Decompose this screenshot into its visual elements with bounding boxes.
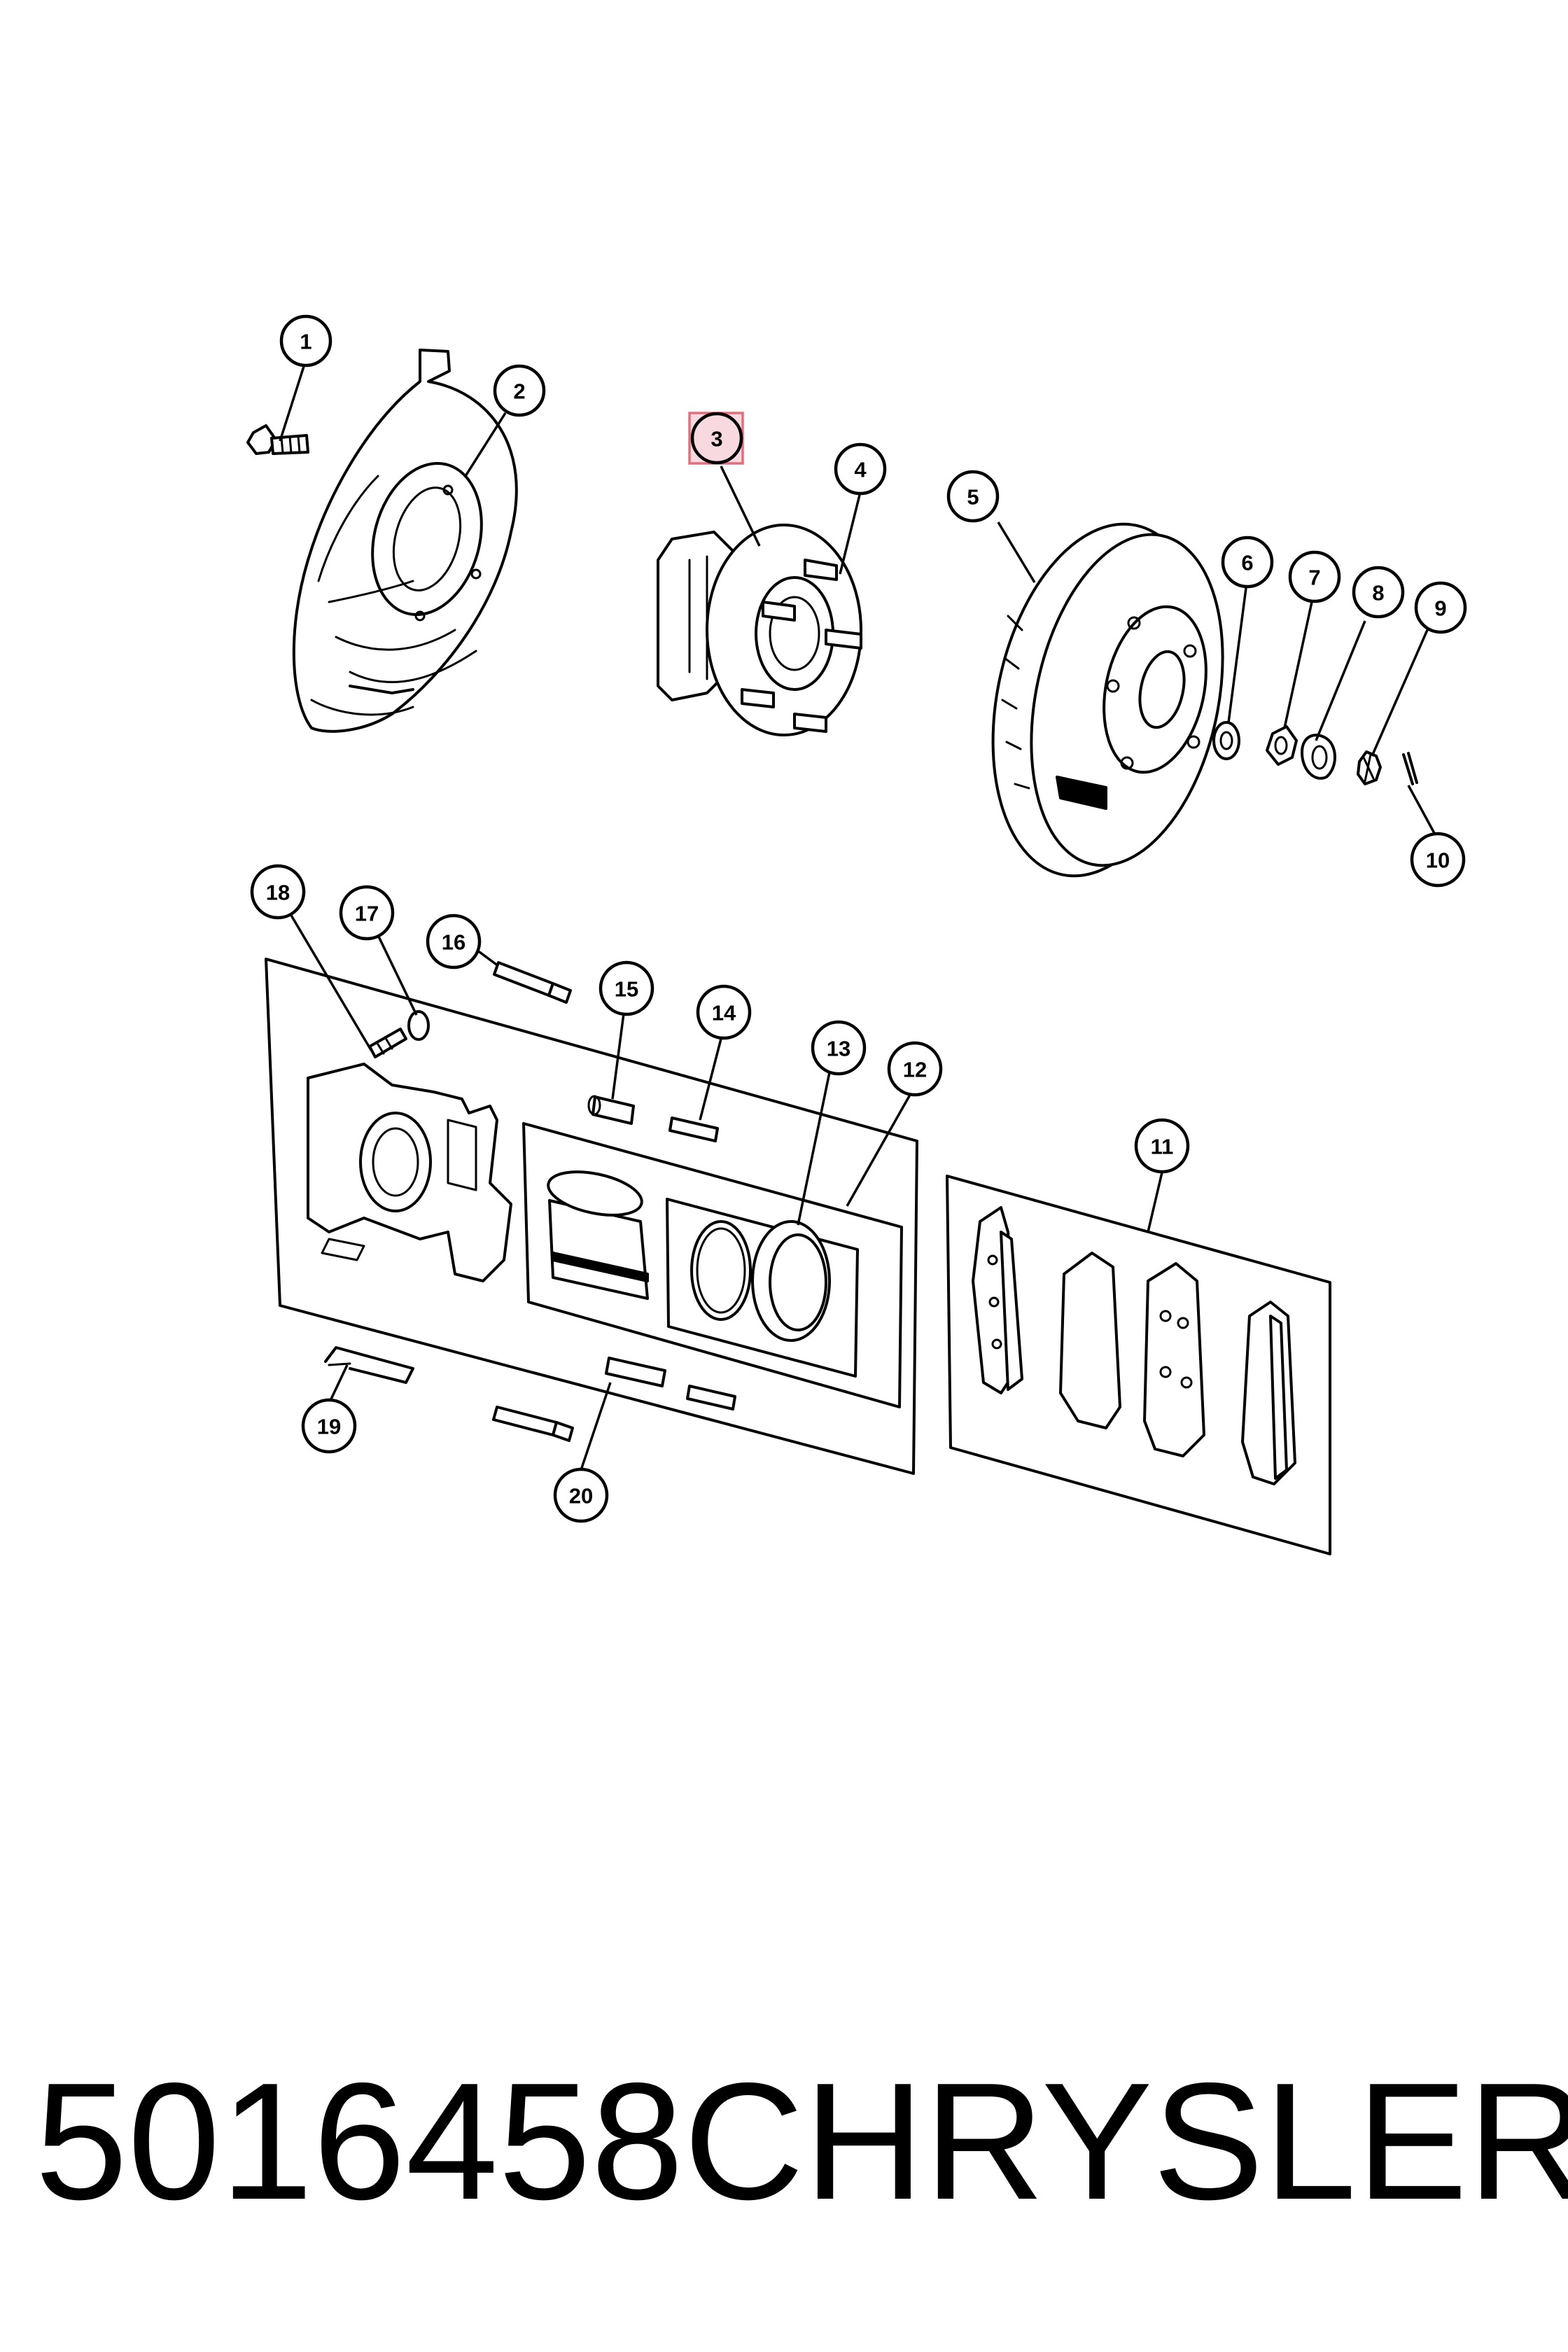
callout-9[interactable]: 9 bbox=[1414, 581, 1467, 634]
part-16-guide-pin bbox=[493, 961, 572, 1004]
part-20-pin-bushings bbox=[492, 1357, 736, 1442]
callout-5[interactable]: 5 bbox=[946, 470, 1000, 523]
part-11-brake-pads bbox=[972, 1206, 1296, 1485]
callout-3[interactable]: 3 bbox=[688, 412, 744, 465]
part-13-piston-seal bbox=[690, 1220, 752, 1321]
part-17-bleeder-cap bbox=[407, 1010, 430, 1041]
svg-text:19: 19 bbox=[317, 1415, 341, 1439]
callout-7[interactable]: 7 bbox=[1288, 550, 1341, 603]
svg-text:14: 14 bbox=[712, 1001, 736, 1026]
part-6-washer bbox=[1212, 721, 1240, 760]
svg-text:6: 6 bbox=[1241, 551, 1253, 575]
callout-20[interactable]: 20 bbox=[553, 1467, 609, 1523]
svg-text:18: 18 bbox=[266, 881, 290, 905]
callout-12[interactable]: 12 bbox=[887, 1041, 943, 1097]
callout-8[interactable]: 8 bbox=[1352, 566, 1405, 619]
piston-dust-boot bbox=[751, 1220, 831, 1342]
callout-14[interactable]: 14 bbox=[696, 984, 752, 1040]
svg-text:1: 1 bbox=[300, 330, 312, 354]
part-8-nut-retainer bbox=[1301, 734, 1336, 780]
svg-text:2: 2 bbox=[513, 379, 525, 404]
svg-text:13: 13 bbox=[827, 1037, 850, 1061]
svg-text:12: 12 bbox=[903, 1058, 927, 1082]
svg-text:16: 16 bbox=[442, 930, 465, 955]
svg-text:20: 20 bbox=[569, 1484, 593, 1508]
callout-18[interactable]: 18 bbox=[250, 864, 306, 920]
svg-text:3: 3 bbox=[710, 427, 722, 451]
part-9-cotter-lock bbox=[1357, 750, 1382, 785]
part-18-bleeder-screw bbox=[368, 1028, 407, 1058]
callout-16[interactable]: 16 bbox=[426, 913, 482, 969]
callout-4[interactable]: 4 bbox=[834, 442, 887, 496]
caliper-housing bbox=[307, 1063, 512, 1282]
brake-pad-panel bbox=[946, 1175, 1331, 1555]
part-19-retainer-clip bbox=[324, 1346, 414, 1384]
svg-text:9: 9 bbox=[1434, 596, 1446, 621]
part-15-bushing bbox=[587, 1095, 635, 1125]
callout-10[interactable]: 10 bbox=[1410, 832, 1466, 888]
callout-6[interactable]: 6 bbox=[1221, 536, 1274, 589]
callout-13[interactable]: 13 bbox=[811, 1020, 867, 1076]
part-1-bolt bbox=[246, 424, 309, 455]
caliper-assembly-panel bbox=[265, 958, 918, 1475]
svg-text:17: 17 bbox=[355, 902, 379, 926]
callout-19[interactable]: 19 bbox=[301, 1398, 357, 1454]
svg-text:4: 4 bbox=[854, 458, 867, 482]
part-number-label: 5016458 bbox=[35, 2049, 684, 2234]
caliper-piston bbox=[547, 1170, 649, 1300]
brand-label: CHRYSLER bbox=[683, 2049, 1568, 2234]
leader-lines bbox=[279, 359, 1436, 1471]
part-2-splash-shield bbox=[292, 349, 518, 733]
svg-text:10: 10 bbox=[1426, 848, 1450, 873]
callout-1[interactable]: 1 bbox=[279, 314, 332, 368]
part-10-cotter-pin bbox=[1402, 752, 1418, 785]
callout-2[interactable]: 2 bbox=[493, 364, 546, 417]
part-14-sleeve bbox=[668, 1116, 719, 1142]
svg-text:7: 7 bbox=[1308, 566, 1320, 590]
part-5-brake-rotor bbox=[991, 522, 1224, 878]
svg-text:5: 5 bbox=[967, 485, 979, 510]
caption-bar: 5016458 CHRYSLER bbox=[35, 2049, 1568, 2234]
caliper-seal-kit-panel bbox=[522, 1122, 903, 1408]
part-3-hub-bearing bbox=[657, 524, 862, 736]
callout-15[interactable]: 15 bbox=[598, 960, 654, 1016]
svg-text:11: 11 bbox=[1151, 1135, 1174, 1159]
part-7-nut bbox=[1266, 725, 1298, 766]
svg-text:8: 8 bbox=[1372, 581, 1384, 606]
svg-text:15: 15 bbox=[615, 977, 638, 1002]
callout-11[interactable]: 11 bbox=[1134, 1118, 1190, 1174]
callout-17[interactable]: 17 bbox=[339, 885, 395, 941]
